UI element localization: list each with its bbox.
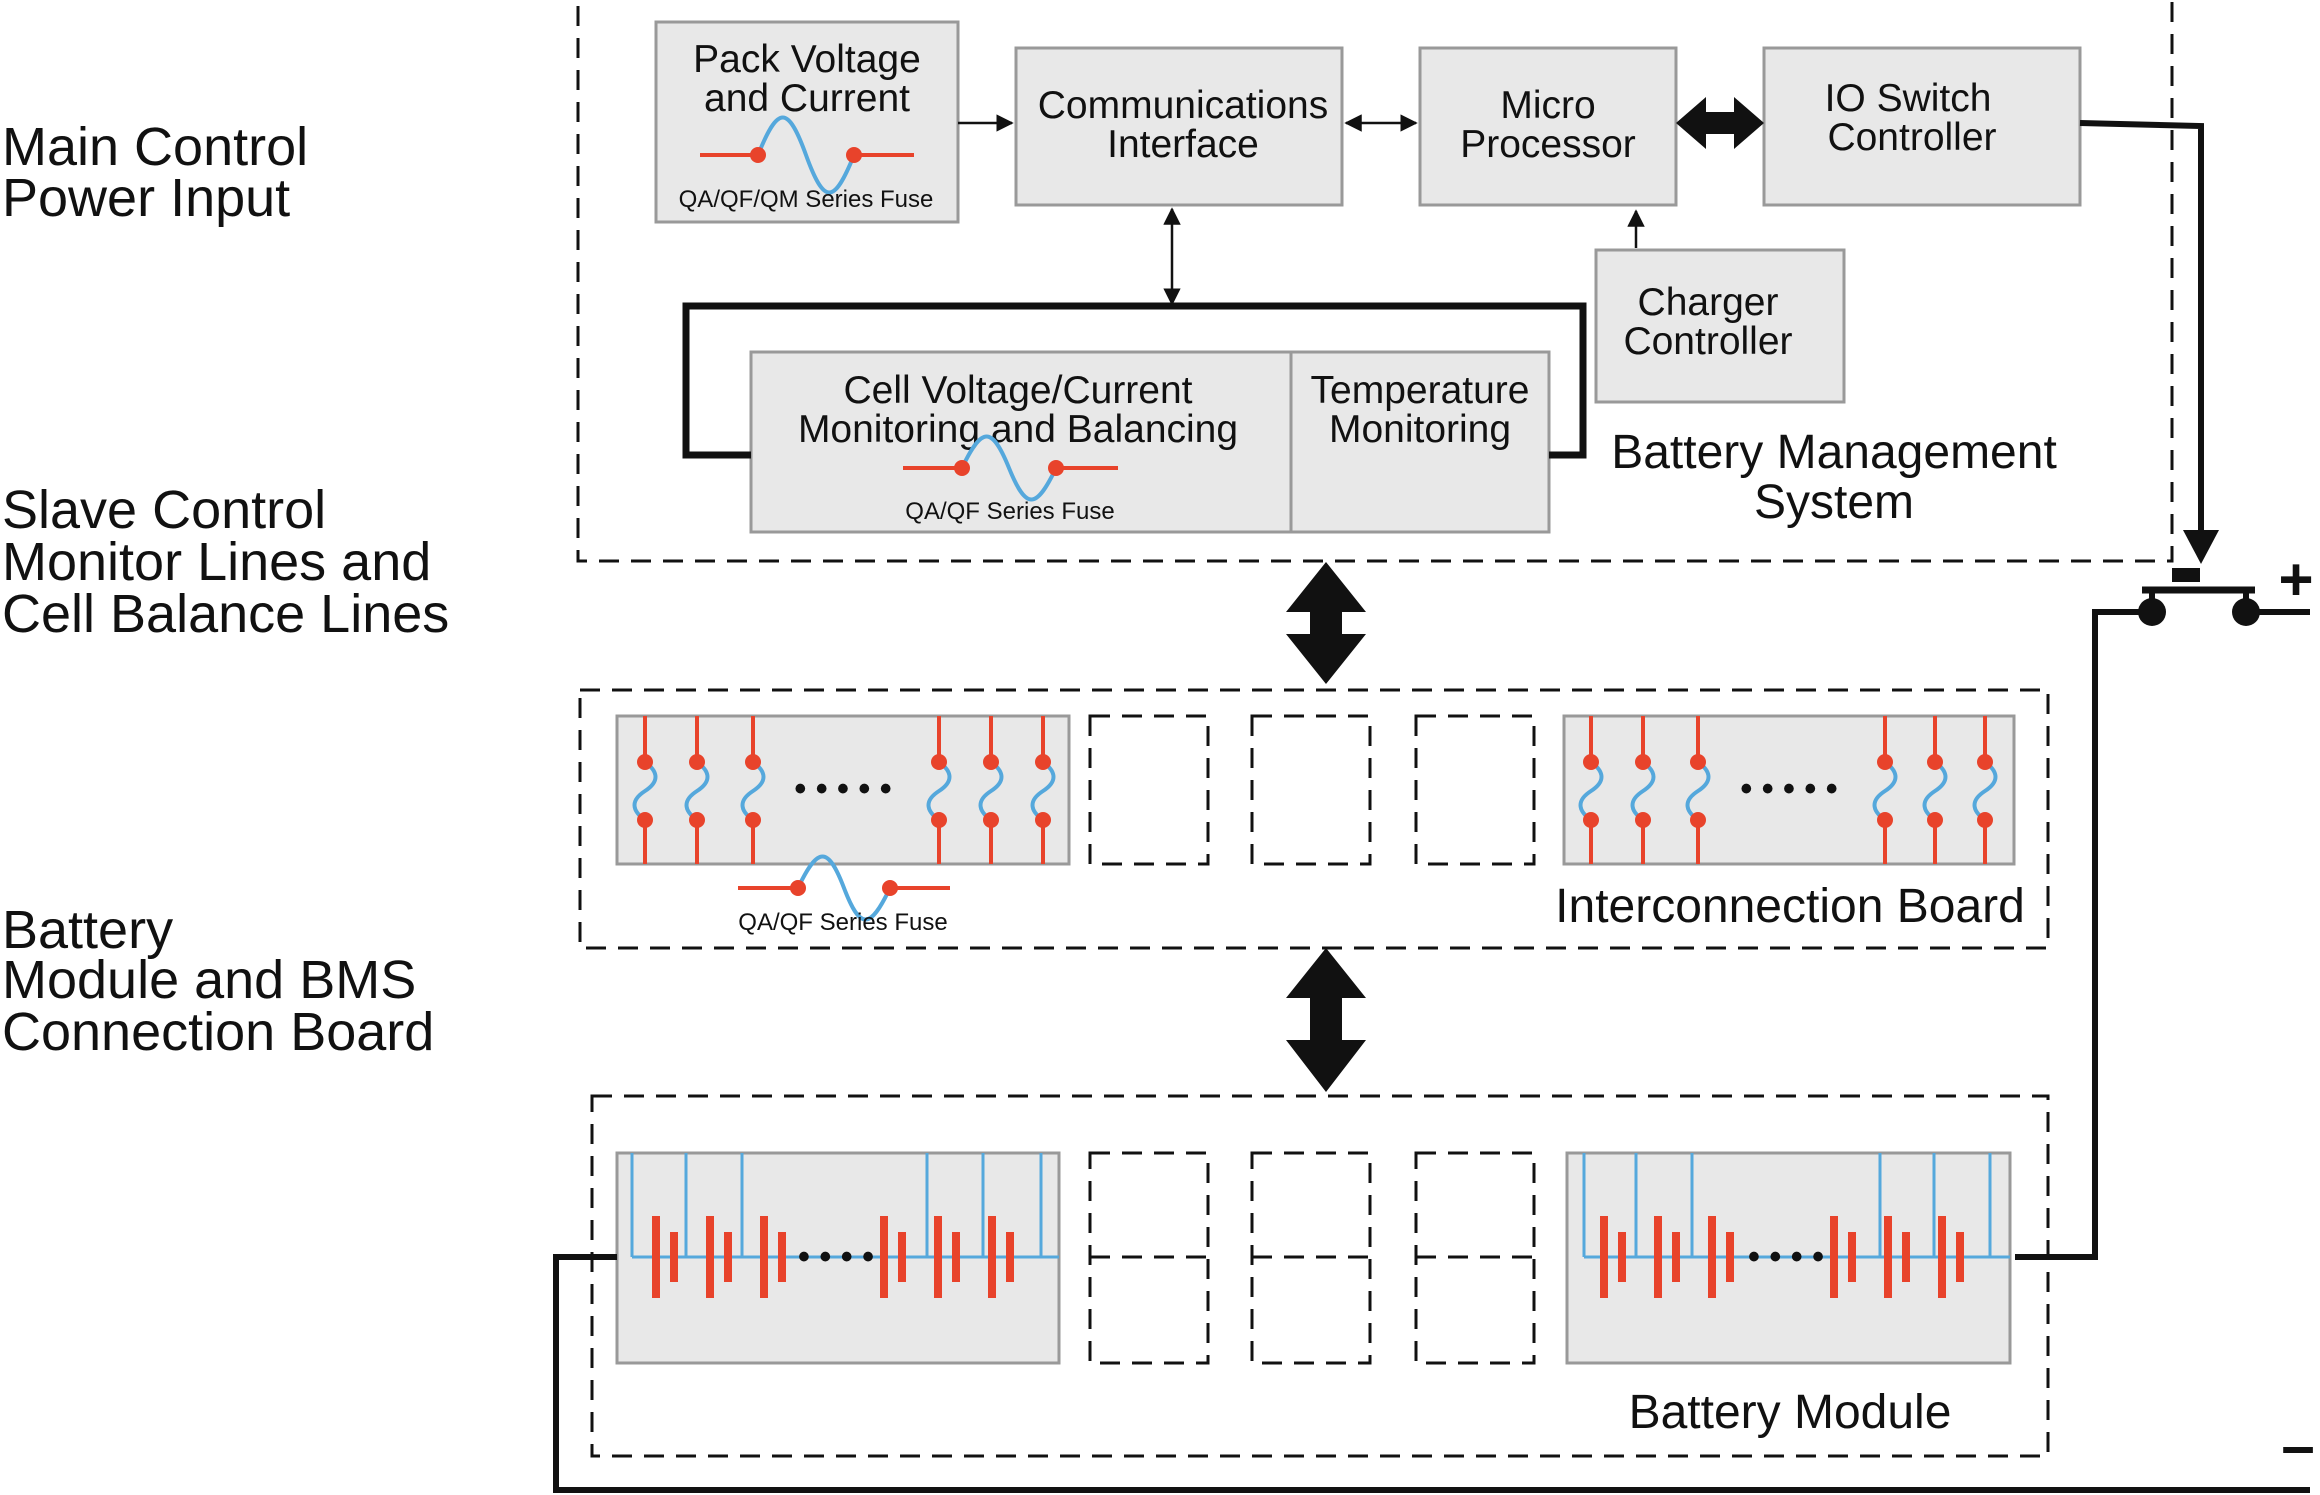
bms-connectors: [682, 97, 1764, 459]
svg-text:Module and BMS: Module and BMS: [2, 950, 416, 1010]
placeholder-module: [1250, 1151, 1372, 1365]
communications-interface-box: Communications Interface: [1014, 46, 1344, 207]
svg-text:Battery Management: Battery Management: [1611, 426, 2057, 479]
svg-text:Communications: Communications: [1038, 84, 1328, 127]
fuse-column-icon: [1685, 716, 1711, 864]
placeholder-module: [1088, 1151, 1210, 1365]
fuse-column-icon: [926, 716, 952, 864]
fuse-icon: [738, 854, 950, 922]
svg-text:Controller: Controller: [1827, 116, 1996, 159]
negative-terminal: –: [2281, 1412, 2314, 1479]
battery-cell-icon: [1654, 1216, 1680, 1298]
battery-cell-icon: [1938, 1216, 1964, 1298]
svg-text:• • • • •: • • • • •: [794, 770, 891, 808]
svg-text:QA/QF/QM Series Fuse: QA/QF/QM Series Fuse: [679, 186, 934, 213]
battery-module-left: • • • •: [615, 1151, 1061, 1365]
fuse-column-icon: [684, 716, 710, 864]
svg-text:• • • • •: • • • • •: [1740, 770, 1837, 808]
svg-text:Main Control: Main Control: [2, 117, 308, 177]
charger-controller-box: Charger Controller: [1594, 248, 1846, 404]
svg-text:IO Switch: IO Switch: [1825, 77, 1992, 120]
interconnect-board-left: • • • • •: [615, 714, 1071, 866]
svg-text:Micro: Micro: [1500, 84, 1595, 127]
svg-text:Cell Voltage/Current: Cell Voltage/Current: [843, 369, 1192, 412]
svg-text:Pack Voltage: Pack Voltage: [693, 38, 921, 81]
battery-module-label: Battery Module: [1629, 1386, 1952, 1439]
negative-return-line: [553, 1254, 2310, 1493]
svg-text:Charger: Charger: [1638, 281, 1779, 324]
fuse-column-icon: [978, 716, 1004, 864]
interconnect-fuse-label: QA/QF Series Fuse: [738, 909, 947, 936]
battery-cell-icon: [988, 1216, 1014, 1298]
battery-cell-icon: [1708, 1216, 1734, 1298]
fuse-column-icon: [1972, 716, 1998, 864]
svg-text:Battery: Battery: [2, 900, 173, 960]
svg-text:and Current: and Current: [704, 77, 910, 120]
positive-terminal: +: [2278, 546, 2313, 613]
battery-module-region: [590, 1094, 2050, 1458]
svg-text:Slave Control: Slave Control: [2, 480, 326, 540]
bms-to-interconnect-arrow: [1286, 562, 1366, 684]
battery-cell-icon: [1884, 1216, 1910, 1298]
fuse-column-icon: [1872, 716, 1898, 864]
temperature-monitoring-box: Temperature Monitoring: [1311, 369, 1530, 451]
battery-cell-icon: [706, 1216, 732, 1298]
fuse-column-icon: [1030, 716, 1056, 864]
bms-region: [576, 0, 2174, 563]
svg-text:System: System: [1754, 476, 1914, 529]
fuse-icon: [903, 434, 1118, 502]
battery-cell-icon: [880, 1216, 906, 1298]
interconnect-to-module-arrow: [1286, 948, 1366, 1092]
svg-text:Monitoring and Balancing: Monitoring and Balancing: [798, 408, 1238, 451]
fuse-column-icon: [632, 716, 658, 864]
svg-text:Monitoring: Monitoring: [1329, 408, 1511, 451]
svg-text:Monitor Lines and: Monitor Lines and: [2, 532, 431, 592]
placeholder-board: [1088, 714, 1210, 866]
svg-text:Controller: Controller: [1623, 320, 1792, 363]
svg-text:Power Input: Power Input: [2, 168, 290, 228]
side-label-main-control: Main Control Power Input: [2, 117, 308, 228]
battery-cell-icon: [1600, 1216, 1626, 1298]
fuse-column-icon: [1630, 716, 1656, 864]
svg-text:Cell Balance Lines: Cell Balance Lines: [2, 584, 449, 644]
interconnect-board-right: • • • • •: [1562, 714, 2016, 866]
battery-module-right: • • • •: [1565, 1151, 2012, 1365]
fuse-column-icon: [1922, 716, 1948, 864]
io-switch-controller-box: IO Switch Controller: [1762, 46, 2082, 207]
battery-cell-icon: [1830, 1216, 1856, 1298]
battery-cell-icon: [934, 1216, 960, 1298]
svg-text:Temperature: Temperature: [1311, 369, 1530, 412]
fuse-icon: [700, 115, 914, 195]
placeholder-board: [1250, 714, 1372, 866]
svg-text:Connection Board: Connection Board: [2, 1002, 434, 1062]
svg-text:Processor: Processor: [1460, 123, 1636, 166]
svg-text:• • • •: • • • •: [1748, 1238, 1824, 1276]
cell-monitoring-box: Cell Voltage/Current Monitoring and Bala…: [749, 350, 1551, 534]
svg-text:• • • •: • • • •: [798, 1238, 874, 1276]
bms-region-label: Battery Management System: [1611, 426, 2057, 529]
interconnection-board-label: Interconnection Board: [1555, 880, 2025, 933]
side-label-slave-control: Slave Control Monitor Lines and Cell Bal…: [2, 480, 449, 644]
svg-text:Interface: Interface: [1107, 123, 1259, 166]
placeholder-module: [1414, 1151, 1536, 1365]
battery-cell-icon: [760, 1216, 786, 1298]
battery-cell-icon: [652, 1216, 678, 1298]
pack-voltage-box: Pack Voltage and Current QA/QF/QM Series…: [654, 20, 960, 224]
fuse-column-icon: [1578, 716, 1604, 864]
fuse-column-icon: [740, 716, 766, 864]
io-to-positive-line: [2015, 120, 2310, 1260]
svg-text:QA/QF Series Fuse: QA/QF Series Fuse: [905, 498, 1114, 525]
side-label-battery-module: Battery Module and BMS Connection Board: [2, 900, 434, 1062]
micro-processor-box: Micro Processor: [1418, 46, 1678, 207]
placeholder-board: [1414, 714, 1536, 866]
